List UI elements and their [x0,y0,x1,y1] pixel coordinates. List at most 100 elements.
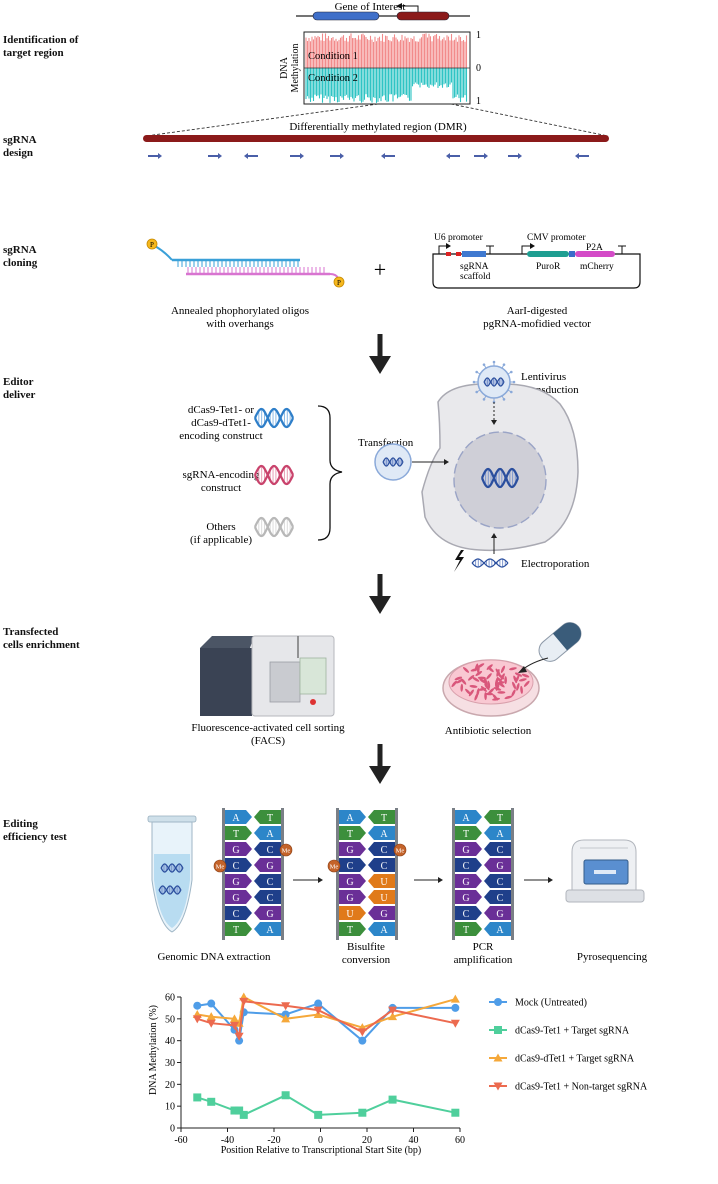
base-letter: A [380,829,388,840]
cmv-promoter-label: CMV promoter [527,233,587,243]
spike-tip [492,360,496,364]
x-tick-label: -20 [267,1135,280,1146]
base-right [254,858,281,872]
base-left [339,890,366,904]
base-letter: A [462,813,470,824]
spike-tip [502,363,506,366]
base-letter: C [463,861,470,872]
cell-mark [514,672,523,677]
tube-cap [147,815,197,823]
base-right [254,874,281,888]
cmv-arrowhead-icon [530,243,535,249]
sgrna-scaffold-block [462,251,486,257]
data-point [207,1097,216,1106]
ladder-backbone [281,808,284,940]
condition-2-track [305,68,468,103]
base-letter: G [496,909,503,920]
base-left [339,858,366,872]
cell-mark [495,676,499,685]
x-tick-label: 40 [409,1135,419,1146]
y-tick-label: 20 [165,1080,175,1091]
data-point [358,1108,367,1117]
cell-mark [485,692,494,696]
base-left [455,858,482,872]
mcherry-block [575,251,615,257]
base-letter: T [347,925,353,936]
data-point [388,1012,398,1021]
base-right [254,922,281,936]
step-label-line: cloning [3,257,38,269]
base-letter: G [232,877,239,888]
step-label-efficiency-test: Editing efficiency test [3,818,67,844]
exon-red [396,11,450,21]
cell-mark [476,688,480,696]
base-letter: G [232,893,239,904]
cell-mark [497,691,506,694]
methyl-label: Me [216,864,225,871]
base-left [225,858,252,872]
base-letter: C [267,893,274,904]
data-point [239,1110,248,1119]
cell-mark [484,683,490,691]
oligo-tail [154,245,173,261]
base-letter: C [497,877,504,888]
cell-mark [479,678,487,684]
base-left [455,922,482,936]
facs-caption: Fluorescence-activated cell sorting [191,722,345,734]
cell-mark [462,667,470,673]
facs-caption: (FACS) [251,735,285,747]
data-point [450,1019,460,1028]
base-letter: A [380,925,388,936]
base-right [484,810,511,824]
flow-arrowhead-icon [369,356,391,374]
base-letter: G [462,893,469,904]
helix-strand [471,558,509,568]
helix-strand [253,516,295,538]
base-letter: G [266,909,273,920]
methyl-group-icon [213,859,227,873]
helix-strand [253,516,295,538]
cell-mark [500,673,505,681]
cell-mark [476,665,480,674]
base-letter: T [347,829,353,840]
base-letter: C [381,845,388,856]
zoom-line-left [145,103,379,137]
cell-mark [460,683,464,692]
data-point [229,1021,239,1030]
cell-mark [521,673,530,678]
step-label-line: deliver [3,389,36,401]
cell-mark [516,683,520,691]
data-point [193,1093,202,1102]
legend-marker [493,1053,503,1062]
spike-tip [510,390,513,394]
data-point [281,1002,291,1011]
base-right [368,922,395,936]
construct-1-label: encoding construct [179,430,262,442]
transduction-arrowhead-icon [491,420,497,425]
base-letter: C [267,845,274,856]
y-tick-label: 30 [165,1058,175,1069]
nucleus [453,431,547,529]
cell-mark [486,664,493,670]
base-right [368,906,395,920]
data-point [192,1015,202,1024]
helix-strand [253,464,295,486]
chart-legend: Mock (Untreated)dCas9-Tet1 + Target sgRN… [489,998,648,1093]
facs-window [299,657,327,695]
base-right [368,858,395,872]
cell-mark [475,670,483,677]
series-line [196,1094,456,1117]
base-left [339,922,366,936]
y-tick-label: 60 [165,993,175,1004]
data-point [281,1091,290,1100]
lentivirus-spikes [472,360,516,404]
base-right [484,890,511,904]
genomic-extraction-caption: Genomic DNA extraction [157,951,271,963]
y-tick-label: 0 [170,1124,175,1135]
x-tick-label: 0 [318,1135,323,1146]
flow-arrowhead-icon [369,596,391,614]
antibiotic-caption: Antibiotic selection [445,725,532,737]
vector-caption: AarI-digested [507,305,568,317]
cell-mark [523,680,530,687]
